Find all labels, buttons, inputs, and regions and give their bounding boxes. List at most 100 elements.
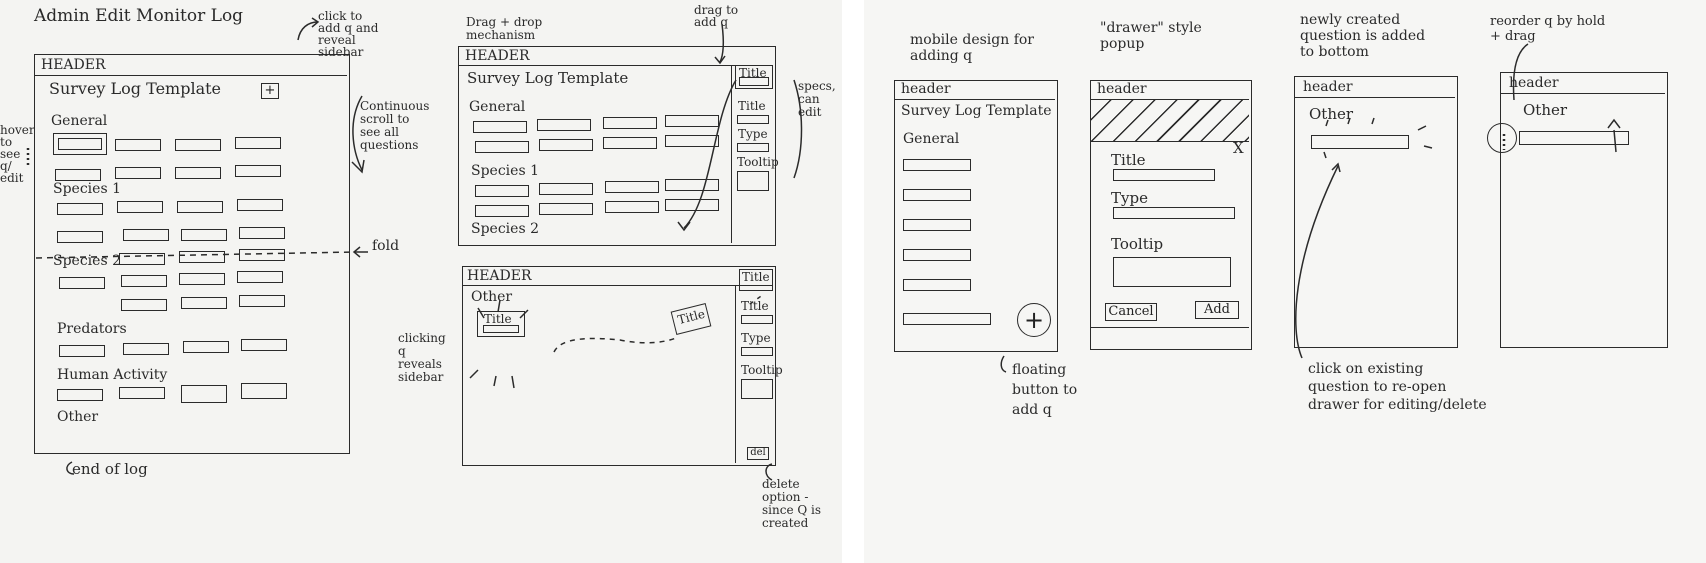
question-field[interactable] bbox=[665, 199, 719, 211]
question-field[interactable] bbox=[181, 229, 227, 241]
question-field[interactable] bbox=[235, 137, 281, 149]
question-field[interactable] bbox=[241, 383, 287, 399]
question-field[interactable] bbox=[665, 115, 719, 127]
question-field[interactable] bbox=[57, 203, 103, 215]
sidebar-input[interactable] bbox=[739, 77, 769, 86]
question-field[interactable] bbox=[903, 189, 971, 201]
question-field[interactable] bbox=[237, 271, 283, 283]
question-field[interactable] bbox=[903, 219, 971, 231]
section-other: Other bbox=[57, 409, 99, 425]
question-field[interactable] bbox=[239, 249, 285, 261]
sidebar-input[interactable] bbox=[737, 143, 769, 152]
question-field[interactable] bbox=[115, 139, 161, 151]
close-icon[interactable]: X bbox=[1233, 139, 1244, 157]
sidebar-input[interactable] bbox=[741, 315, 773, 324]
question-field[interactable] bbox=[473, 121, 527, 133]
mobile-frame-4: header Other bbox=[1487, 72, 1668, 348]
question-field[interactable] bbox=[903, 159, 971, 171]
sketch-sheet-right: mobile design for adding q header Survey… bbox=[864, 0, 1706, 563]
question-field[interactable] bbox=[183, 341, 229, 353]
question-field[interactable] bbox=[119, 387, 165, 399]
question-field[interactable] bbox=[603, 137, 657, 149]
sidebar-textarea[interactable] bbox=[737, 171, 769, 191]
question-field[interactable] bbox=[59, 277, 105, 289]
question-field[interactable] bbox=[665, 135, 719, 147]
question-field[interactable] bbox=[121, 275, 167, 287]
question-field[interactable] bbox=[475, 205, 529, 217]
question-field[interactable] bbox=[237, 199, 283, 211]
header-divider bbox=[463, 285, 773, 286]
reorder-question-field[interactable] bbox=[1519, 131, 1629, 145]
question-field[interactable] bbox=[123, 229, 169, 241]
question-field[interactable] bbox=[181, 297, 227, 309]
sidebar-title-card[interactable]: Title bbox=[739, 269, 773, 291]
question-field[interactable] bbox=[115, 167, 161, 179]
question-field[interactable] bbox=[475, 185, 529, 197]
add-question-button[interactable]: + bbox=[261, 83, 279, 99]
selected-question[interactable]: Title bbox=[477, 311, 525, 337]
question-field[interactable] bbox=[179, 251, 225, 263]
type-input[interactable] bbox=[1113, 207, 1235, 219]
tooltip-textarea[interactable] bbox=[1113, 257, 1231, 287]
sidebar-textarea[interactable] bbox=[741, 379, 773, 399]
question-field[interactable] bbox=[539, 139, 593, 151]
question-field[interactable] bbox=[239, 295, 285, 307]
question-field[interactable] bbox=[57, 231, 103, 243]
question-field[interactable] bbox=[241, 339, 287, 351]
question-field[interactable] bbox=[123, 343, 169, 355]
field-label-title: Title bbox=[1111, 151, 1146, 169]
question-field[interactable] bbox=[605, 201, 659, 213]
dragged-question[interactable]: Title bbox=[670, 303, 712, 335]
mobile-frame-3: header Other bbox=[1294, 76, 1458, 348]
question-field[interactable] bbox=[239, 227, 285, 239]
question-field[interactable] bbox=[603, 117, 657, 129]
question-field[interactable] bbox=[605, 181, 659, 193]
cancel-button[interactable]: Cancel bbox=[1105, 303, 1157, 321]
question-label: Title bbox=[484, 312, 512, 326]
floating-add-button[interactable]: + bbox=[1017, 303, 1051, 337]
sidebar-label: Tooltip bbox=[741, 363, 783, 377]
question-field[interactable] bbox=[119, 253, 165, 265]
question-field[interactable] bbox=[58, 138, 102, 150]
note-click-add: click to add q and reveal sidebar bbox=[318, 9, 379, 59]
question-field[interactable] bbox=[177, 201, 223, 213]
dimmed-overlay bbox=[1091, 99, 1249, 141]
note-end-of-log: end of log bbox=[72, 460, 148, 478]
question-field[interactable] bbox=[475, 141, 529, 153]
section-human-activity: Human Activity bbox=[57, 367, 168, 383]
main-wireframe: HEADER Survey Log Template + General Spe… bbox=[34, 54, 350, 454]
add-button[interactable]: Add bbox=[1195, 301, 1239, 319]
question-input[interactable] bbox=[483, 325, 519, 333]
question-field[interactable] bbox=[59, 345, 105, 357]
question-field[interactable] bbox=[57, 389, 103, 401]
sidebar-title-card[interactable]: Title bbox=[735, 65, 773, 89]
question-field[interactable] bbox=[903, 249, 971, 261]
question-field[interactable] bbox=[181, 385, 227, 403]
question-field[interactable] bbox=[537, 119, 591, 131]
question-field[interactable] bbox=[121, 299, 167, 311]
question-field[interactable] bbox=[665, 179, 719, 191]
question-field[interactable] bbox=[539, 183, 593, 195]
question-field[interactable] bbox=[903, 279, 971, 291]
question-field[interactable] bbox=[175, 167, 221, 179]
hovered-field[interactable] bbox=[53, 133, 107, 155]
question-field[interactable] bbox=[179, 273, 225, 285]
question-field[interactable] bbox=[235, 165, 281, 177]
note-click-existing: click on existing question to re-open dr… bbox=[1308, 361, 1487, 413]
sidebar-input[interactable] bbox=[737, 115, 769, 124]
title-input[interactable] bbox=[1113, 169, 1215, 181]
question-field[interactable] bbox=[55, 169, 101, 181]
reveal-wireframe: HEADER Other Title Title Title Title Typ… bbox=[462, 266, 783, 466]
question-field[interactable] bbox=[117, 201, 163, 213]
question-field[interactable] bbox=[903, 313, 991, 325]
question-field[interactable] bbox=[175, 139, 221, 151]
section-species-2: Species 2 bbox=[53, 253, 121, 269]
drag-handle-icon[interactable] bbox=[1487, 123, 1517, 153]
new-question-field[interactable] bbox=[1311, 135, 1409, 149]
mobile-frame-2: header X Title Type Tooltip Cancel Add bbox=[1090, 80, 1252, 350]
dnd-section-general: General bbox=[469, 99, 526, 115]
mobile1-caption: mobile design for adding q bbox=[910, 32, 1034, 64]
delete-button[interactable]: del bbox=[747, 447, 769, 460]
sidebar-input[interactable] bbox=[741, 347, 773, 356]
question-field[interactable] bbox=[539, 203, 593, 215]
